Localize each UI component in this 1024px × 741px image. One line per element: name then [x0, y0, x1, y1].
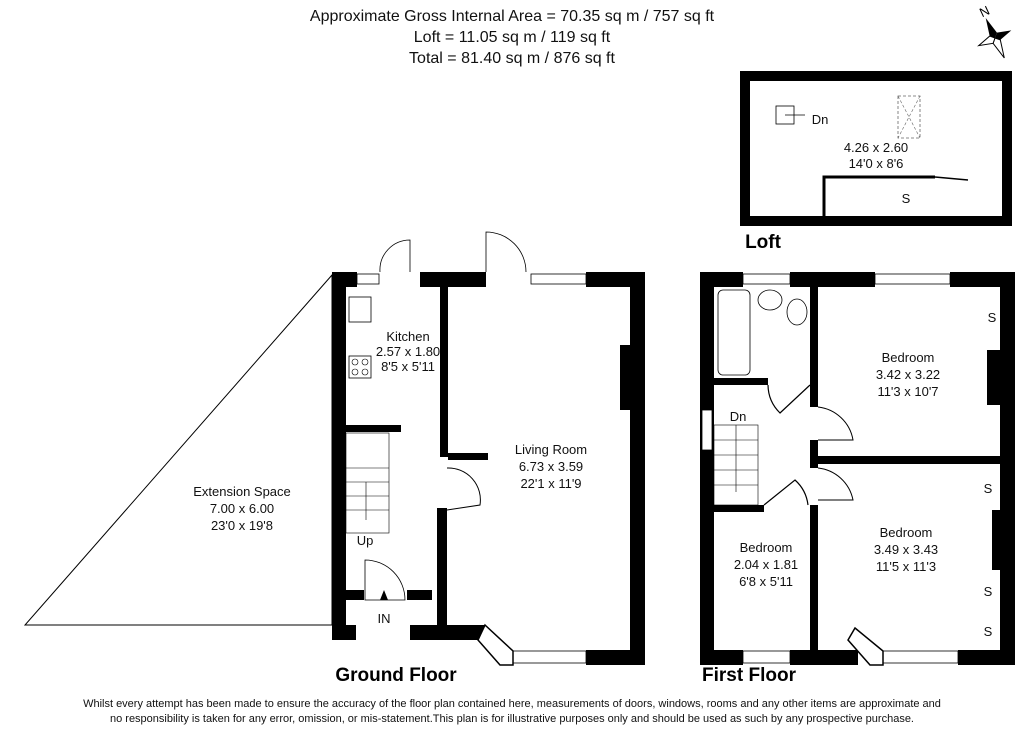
area-summary: Approximate Gross Internal Area = 70.35 …: [0, 6, 1024, 69]
front-door[interactable]: [364, 559, 406, 601]
bedroom2-door[interactable]: [817, 467, 854, 501]
window: [882, 650, 959, 664]
window: [874, 273, 951, 285]
loft-area: Loft = 11.05 sq m / 119 sq ft: [413, 29, 611, 46]
kitchen-name: Kitchen: [386, 329, 429, 344]
storage-label: S: [984, 481, 993, 496]
entrance-label: IN: [378, 611, 391, 626]
disclaimer-line-2: no responsibility is taken for any error…: [109, 713, 914, 725]
bedroom3-dims-m: 2.04 x 1.81: [734, 557, 798, 572]
first-floor-plan: Dn Bedroom 3.42 x 3.22 11'3 x 10'7 Bedro…: [700, 272, 1015, 686]
loft-dn-label: Dn: [812, 112, 829, 127]
first-floor-title: First Floor: [702, 665, 797, 686]
living-room-name: Living Room: [515, 442, 587, 457]
stairs-up-label: Up: [357, 533, 374, 548]
window: [701, 409, 713, 451]
compass-rose-icon: N: [977, 3, 1012, 59]
stairs-down-label: Dn: [730, 409, 747, 424]
extension-name: Extension Space: [193, 484, 291, 499]
window: [742, 650, 791, 664]
disclaimer: Whilst every attempt has been made to en…: [0, 697, 1024, 727]
bedroom1-dims-ft: 11'3 x 10'7: [877, 384, 938, 399]
living-back-door[interactable]: [485, 231, 527, 273]
bedroom3-name: Bedroom: [740, 540, 793, 555]
bedroom1-name: Bedroom: [882, 350, 935, 365]
window: [512, 650, 587, 664]
bedroom1-dims-m: 3.42 x 3.22: [876, 367, 940, 382]
storage-label: S: [984, 624, 993, 639]
staircase: [713, 424, 759, 506]
extension-dims-ft: 23'0 x 19'8: [211, 518, 273, 533]
kitchen-back-door[interactable]: [379, 239, 411, 273]
hob-icon: [348, 355, 372, 379]
disclaimer-line-1: Whilst every attempt has been made to en…: [83, 698, 941, 710]
gross-area: Approximate Gross Internal Area = 70.35 …: [309, 8, 715, 25]
bay-window: [477, 623, 514, 666]
storage-label: S: [984, 584, 993, 599]
ground-floor-title: Ground Floor: [335, 665, 457, 686]
storage-label: S: [988, 310, 997, 325]
living-room-dims-m: 6.73 x 3.59: [519, 459, 583, 474]
staircase: [345, 432, 390, 534]
loft-plan: Dn 4.26 x 2.60 14'0 x 8'6 S Loft: [740, 71, 1012, 253]
skylight-icon: [897, 95, 921, 139]
extension-dims-m: 7.00 x 6.00: [210, 501, 274, 516]
entrance-arrow-icon: [380, 590, 388, 600]
living-room-dims-ft: 22'1 x 11'9: [520, 476, 581, 491]
loft-dims-ft: 14'0 x 8'6: [849, 156, 904, 171]
kitchen-dims-ft: 8'5 x 5'11: [381, 359, 435, 374]
window: [356, 273, 380, 285]
toilet-icon: [786, 298, 808, 326]
bath-icon: [717, 289, 751, 376]
bedroom3-dims-ft: 6'8 x 5'11: [739, 574, 793, 589]
sink-icon: [348, 296, 372, 323]
bay-window: [847, 626, 884, 666]
bedroom2-name: Bedroom: [880, 525, 933, 540]
bathroom-door[interactable]: [767, 384, 811, 414]
bedroom1-door[interactable]: [817, 406, 854, 441]
bedroom3-door[interactable]: [763, 479, 809, 506]
window: [530, 273, 587, 285]
kitchen-dims-m: 2.57 x 1.80: [376, 344, 440, 359]
compass-north-label: N: [977, 3, 992, 21]
bedroom2-dims-ft: 11'5 x 11'3: [876, 559, 936, 574]
window: [742, 273, 791, 285]
bedroom2-dims-m: 3.49 x 3.43: [874, 542, 938, 557]
loft-title: Loft: [745, 232, 782, 253]
extension-outline: [23, 273, 333, 626]
ground-floor-plan: Kitchen 2.57 x 1.80 8'5 x 5'11 Living Ro…: [23, 231, 645, 686]
loft-dims-m: 4.26 x 2.60: [844, 140, 908, 155]
total-area: Total = 81.40 sq m / 876 sq ft: [409, 50, 615, 67]
basin-icon: [757, 289, 783, 311]
loft-storage-label: S: [902, 191, 911, 206]
living-room-door[interactable]: [446, 467, 481, 511]
